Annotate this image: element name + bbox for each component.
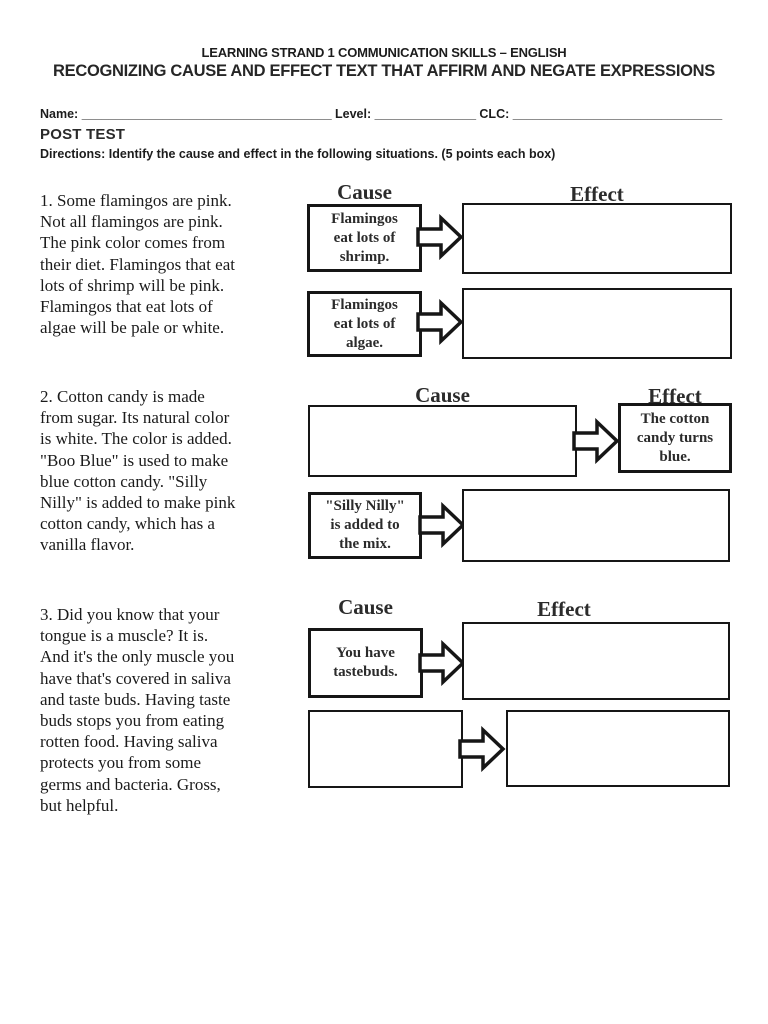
effect-box-2-2 xyxy=(462,489,730,562)
cause-heading-2: Cause xyxy=(415,383,470,407)
effect-box-1-1 xyxy=(462,203,732,274)
effect-box-3-1 xyxy=(462,622,730,700)
passage-3: 3. Did you know that your tongue is a mu… xyxy=(40,605,235,815)
cause-heading-1: Cause xyxy=(337,180,392,204)
course-title: LEARNING STRAND 1 COMMUNICATION SKILLS –… xyxy=(201,45,567,60)
right-arrow-icon xyxy=(458,726,506,772)
level-label: Level: xyxy=(335,107,372,121)
cause-box-3-2 xyxy=(308,710,463,788)
cause-box-2-1 xyxy=(308,405,577,477)
name-blank-line: _____________________________________ xyxy=(81,107,332,121)
passage-2: 2. Cotton candy is made from sugar. Its … xyxy=(40,387,236,555)
effect-box-2-1: The cotton candy turns blue. xyxy=(618,403,732,473)
effect-heading-1: Effect xyxy=(570,182,624,206)
right-arrow-icon xyxy=(416,299,464,345)
directions-text: Directions: Identify the cause and effec… xyxy=(40,147,556,161)
worksheet-title: RECOGNIZING CAUSE AND EFFECT TEXT THAT A… xyxy=(53,62,715,80)
cause-box-3-1: You have tastebuds. xyxy=(308,628,423,698)
cause-box-1-2: Flamingos eat lots of algae. xyxy=(307,291,422,357)
level-blank-line: _______________ xyxy=(374,107,476,121)
right-arrow-icon xyxy=(572,418,620,464)
cause-box-1-1: Flamingos eat lots of shrimp. xyxy=(307,204,422,272)
effect-box-3-2 xyxy=(506,710,730,787)
cause-heading-3: Cause xyxy=(338,595,393,619)
passage-1: 1. Some flamingos are pink. Not all flam… xyxy=(40,191,235,338)
post-test-heading: POST TEST xyxy=(40,126,126,143)
right-arrow-icon xyxy=(418,640,466,686)
right-arrow-icon xyxy=(418,502,466,548)
effect-box-1-2 xyxy=(462,288,732,359)
student-info-row: Name: __________________________________… xyxy=(40,107,750,121)
effect-heading-3: Effect xyxy=(537,597,591,621)
right-arrow-icon xyxy=(416,214,464,260)
clc-label: CLC: xyxy=(479,107,510,121)
cause-box-2-2: "Silly Nilly" is added to the mix. xyxy=(308,492,422,559)
name-label: Name: xyxy=(40,107,79,121)
clc-blank-line: _______________________________ xyxy=(512,107,723,121)
